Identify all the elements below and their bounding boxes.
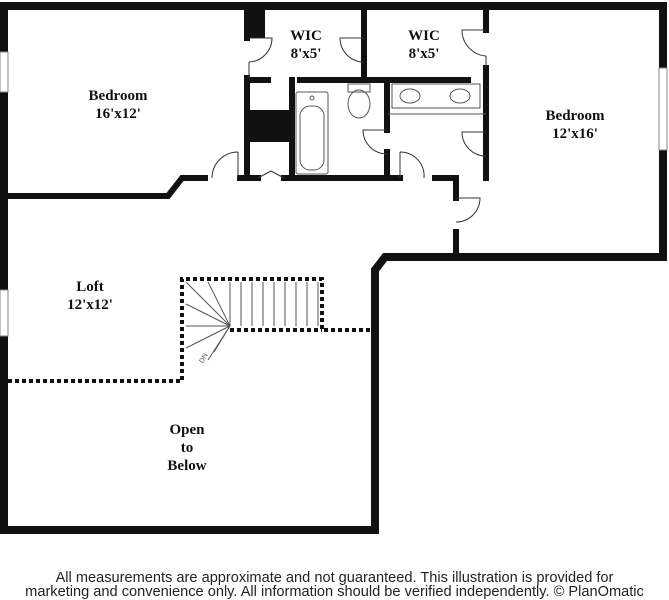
room-size: 8'x5' [290,46,322,62]
room-size: 8'x5' [408,46,440,62]
bath-fixtures [295,83,486,175]
wall-chase-mid [249,110,291,142]
wall-chase-top [247,6,265,38]
bathtub [295,91,329,175]
interior-walls [1,3,489,260]
room-size: 12'x12' [67,297,113,313]
room-label-open-to-below: Open to Below [137,421,237,475]
room-name: Loft [76,279,104,295]
room-label-bedroom-right: Bedroom 12'x16' [525,107,625,143]
room-label-wic-right: WIC 8'x5' [384,27,464,63]
sink-left [399,88,421,104]
sink-right [449,88,471,104]
windows [0,51,668,337]
room-size: 16'x12' [95,106,141,122]
exterior-walls [0,2,667,534]
room-label-loft: Loft 12'x12' [40,278,140,314]
room-name: Bedroom [88,88,148,104]
toilet-bowl [347,89,371,119]
vanity [391,83,481,109]
footer-disclaimer-line2: marketing and convenience only. All info… [25,584,644,600]
room-name: Bedroom [545,108,605,124]
railings [8,277,370,383]
staircase [185,281,319,361]
room-name: WIC [408,28,440,44]
open-line3: Below [167,458,207,474]
room-label-bedroom-left: Bedroom 16'x12' [68,87,168,123]
open-line1: Open [169,422,205,438]
room-label-wic-left: WIC 8'x5' [266,27,346,63]
room-name: WIC [290,28,322,44]
room-size: 12'x16' [552,126,598,142]
footer-disclaimer-line1: All measurements are approximate and not… [55,570,614,586]
door-swings [211,29,487,223]
open-line2: to [180,440,194,456]
toilet-tank [347,83,371,93]
